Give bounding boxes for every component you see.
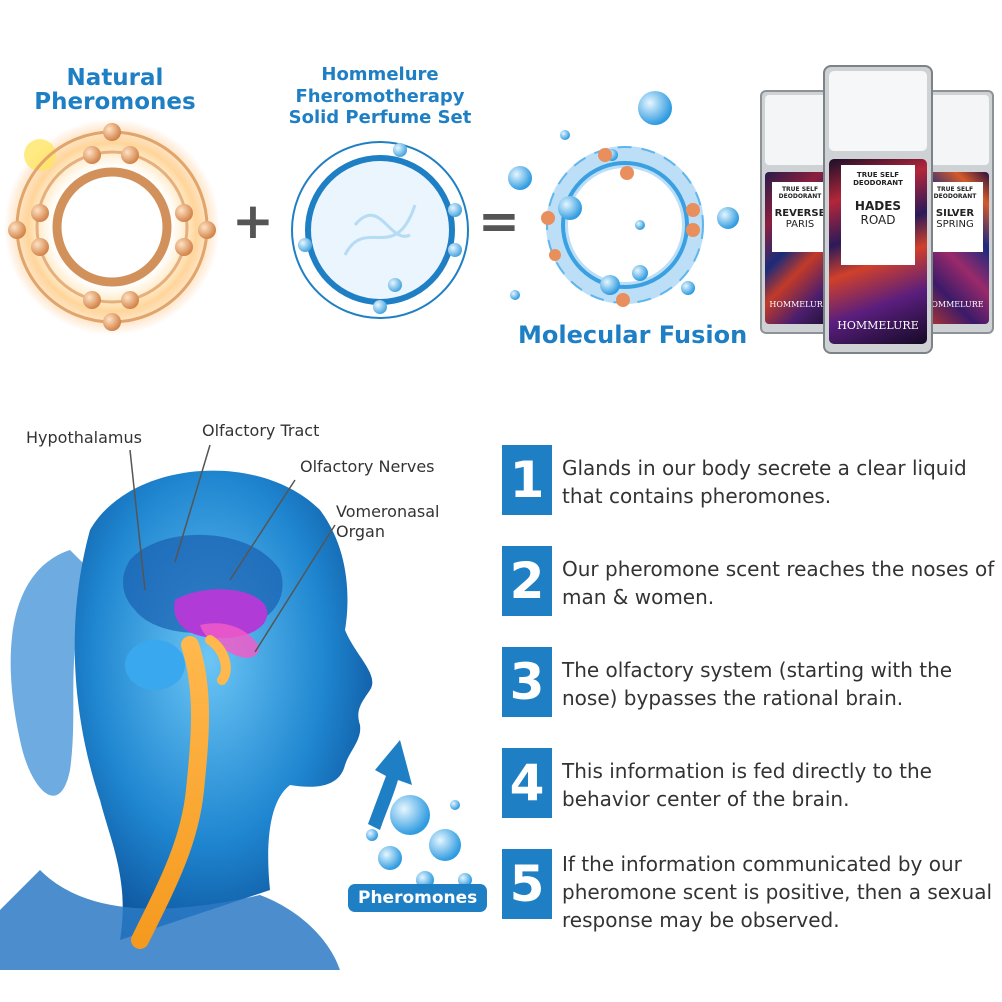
step-text-4: This information is fed directly to the … xyxy=(562,759,932,811)
pheromones-badge: Pheromones xyxy=(348,884,488,912)
step-text-1: Glands in our body secrete a clear liqui… xyxy=(562,456,967,508)
label-vomeronasal-organ: Vomeronasal Organ xyxy=(336,502,440,541)
step-number-3: 3 xyxy=(502,647,552,717)
step-number-4: 4 xyxy=(502,748,552,818)
tin-brand: HOMMELURE xyxy=(769,300,829,309)
product-tins: TRUE SELF DEODORANT REVERSE PARIS HOMMEL… xyxy=(755,65,995,354)
natural-pheromones-label: Natural Pheromones xyxy=(34,65,196,116)
plus-sign: + xyxy=(232,192,274,250)
tin-name-line2: ROAD xyxy=(860,213,896,227)
tin-name-line1: SILVER xyxy=(935,208,975,219)
perfume-set-ring xyxy=(291,141,469,319)
label-olfactory-tract: Olfactory Tract xyxy=(202,421,320,440)
tin-small-text: TRUE SELF DEODORANT xyxy=(853,171,903,187)
tin-brand: HOMMELURE xyxy=(837,319,919,332)
step-number-2: 2 xyxy=(502,546,552,616)
tin-name-line2: SPRING xyxy=(936,219,974,230)
orange-beads xyxy=(8,123,216,331)
natural-pheromones-ring xyxy=(4,119,220,335)
molecular-fusion-ring xyxy=(508,91,739,307)
step-text-2: Our pheromone scent reaches the noses of… xyxy=(562,557,995,609)
step-number-1: 1 xyxy=(502,445,552,515)
tin-small-text: TRUE SELF DEODORANT xyxy=(778,186,822,200)
step-text-5: If the information communicated by our p… xyxy=(562,852,993,932)
tin-brand: HOMMELURE xyxy=(924,300,984,309)
tin-name-line2: PARIS xyxy=(785,219,815,230)
perfume-set-label: Hommelure Fheromotherapy Solid Perfume S… xyxy=(288,64,472,129)
molecular-fusion-label: Molecular Fusion xyxy=(518,321,748,349)
label-olfactory-nerves: Olfactory Nerves xyxy=(300,457,435,476)
tin-hades-road: TRUE SELF DEODORANT HADES ROAD HOMMELURE xyxy=(823,65,933,354)
tin-small-text: TRUE SELF DEODORANT xyxy=(933,186,977,200)
label-hypothalamus: Hypothalamus xyxy=(26,428,142,447)
step-text-3: The olfactory system (starting with the … xyxy=(562,658,953,710)
step-number-5: 5 xyxy=(502,849,552,919)
tin-name-line1: REVERSE xyxy=(774,208,826,219)
tin-name-line1: HADES xyxy=(854,199,902,213)
equals-sign: = xyxy=(478,192,520,250)
head-anatomy-illustration xyxy=(0,444,472,970)
